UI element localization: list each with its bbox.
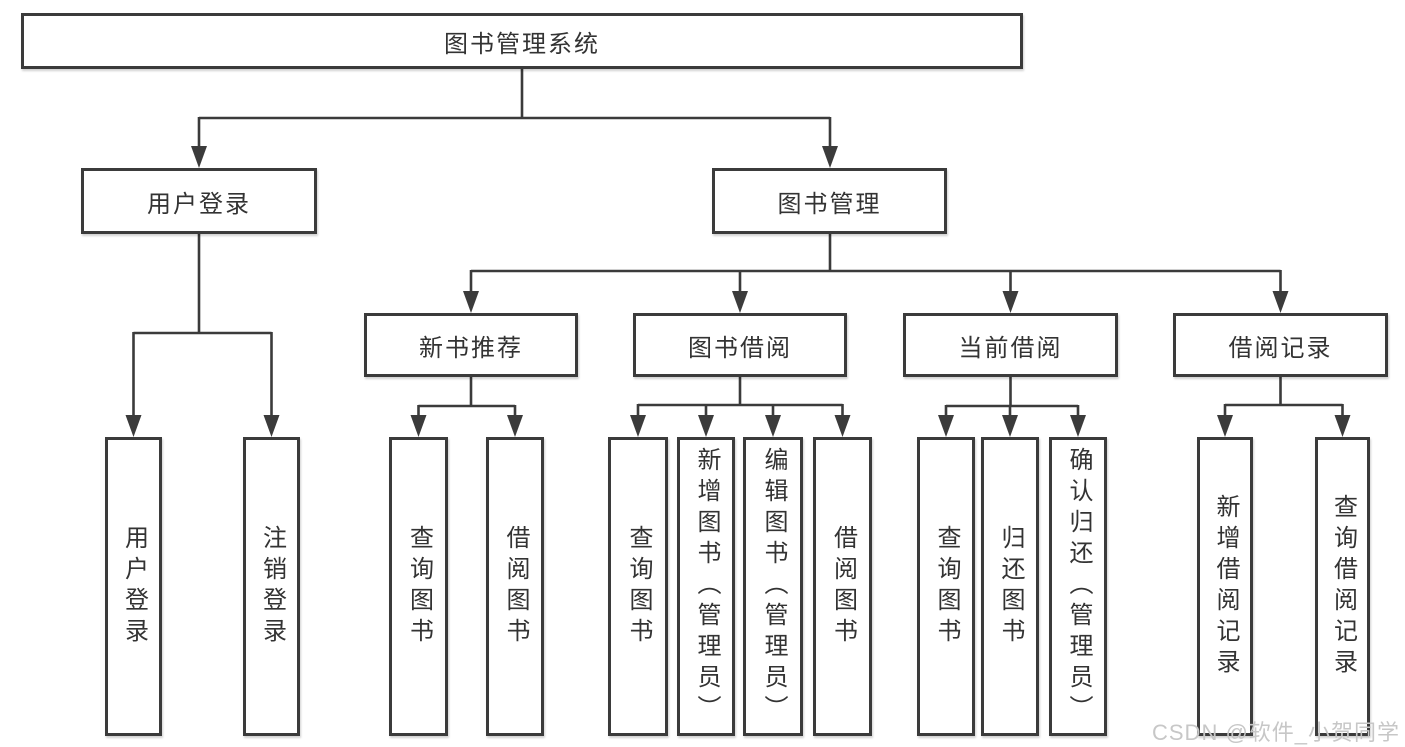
leaf-label: 注销登录 [258,524,286,649]
arrowheads [125,146,1351,437]
node-label: 新书推荐 [419,334,523,362]
leaf-borrow-books-borrowing: 借阅图书 [813,437,872,736]
node-label: 当前借阅 [958,334,1063,362]
node-borrowing-records: 借阅记录 [1173,313,1388,377]
leaf-add-borrow-record: 新增借阅记录 [1197,437,1253,736]
leaf-borrow-books-recommend: 借阅图书 [486,437,544,736]
leaf-label: 用户登录 [120,524,148,649]
csdn-watermark: CSDN @软件_小贺同学 [1152,720,1401,745]
node-label: 用户登录 [147,190,251,218]
leaf-add-book-admin: 新增图书（管理员） [677,437,735,736]
node-label: 图书借阅 [688,334,792,362]
leaf-label: 借阅图书 [502,524,529,649]
leaf-query-books-current: 查询图书 [917,437,975,736]
leaf-user-login: 用户登录 [105,437,162,736]
node-user-login: 用户登录 [81,168,317,234]
leaf-query-books-recommend: 查询图书 [389,437,448,736]
node-label: 图书管理系统 [444,30,600,58]
leaf-label: 借阅图书 [829,524,857,649]
leaf-query-borrow-record: 查询借阅记录 [1315,437,1370,736]
leaf-label: 查询图书 [625,524,652,649]
leaf-query-books-borrowing: 查询图书 [608,437,668,736]
leaf-label: 归还图书 [997,524,1024,649]
leaf-edit-book-admin: 编辑图书（管理员） [743,437,803,736]
leaf-label: 新增借阅记录 [1212,493,1239,680]
leaf-label: 查询图书 [933,524,960,649]
leaf-return-books: 归还图书 [981,437,1039,736]
node-new-book-recommendation: 新书推荐 [364,313,578,377]
leaf-logout: 注销登录 [243,437,300,736]
leaf-label: 查询图书 [405,524,433,649]
leaf-label: 确认归还（管理员） [1065,447,1092,726]
node-book-borrowing: 图书借阅 [633,313,847,377]
node-current-borrowing: 当前借阅 [903,313,1118,377]
tree-edges [132,69,1344,417]
leaf-label: 新增图书（管理员） [693,447,720,726]
leaf-confirm-return-admin: 确认归还（管理员） [1049,437,1107,736]
leaf-label: 查询借阅记录 [1329,493,1357,680]
leaf-label: 编辑图书（管理员） [760,447,787,726]
node-book-management: 图书管理 [712,168,947,234]
node-library-management-system: 图书管理系统 [21,13,1023,69]
node-label: 图书管理 [777,190,882,218]
node-label: 借阅记录 [1228,334,1333,362]
